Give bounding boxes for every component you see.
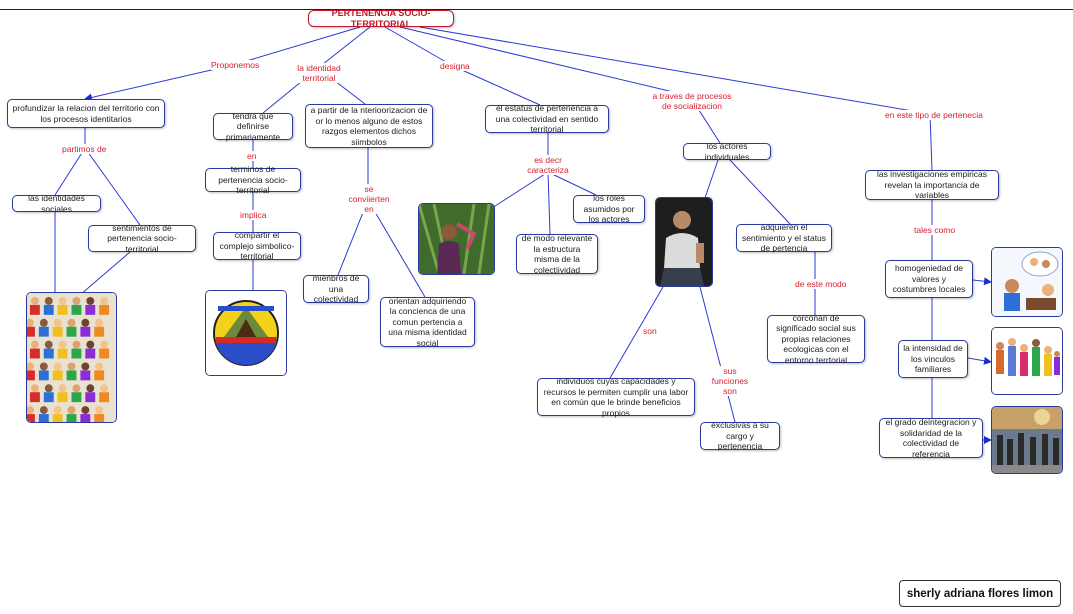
label-sus-funciones: sus funciones son (707, 366, 753, 396)
indigenous-woman-photo (418, 203, 495, 275)
node-miembros[interactable]: mienbros de una colectividad (303, 273, 369, 304)
label-proponemos: Proponemos (211, 60, 260, 70)
node-estatus[interactable]: el estatus de pertenencia a una colectiv… (485, 103, 609, 134)
label-en: en (247, 151, 257, 161)
root-title[interactable]: PERTENENCIA SOCIO-TERRITORIAL (308, 8, 454, 29)
author-name: sherly adriana flores limon (899, 580, 1061, 607)
node-relevante[interactable]: de modo relevante la estructura misma de… (516, 233, 598, 275)
cartoon-chat-image (991, 247, 1063, 317)
label-partimos-de: partimos de (62, 144, 107, 154)
crowd-image (26, 292, 117, 423)
label-a-traves: a traves de procesos de socializacion (647, 91, 737, 111)
label-de-este-modo: de este modo (795, 279, 847, 289)
node-orientan[interactable]: orientan adquiriendo la concienca de una… (380, 296, 475, 348)
node-adquieren[interactable]: adquieren el sentimiento y el status de … (736, 222, 832, 253)
label-son: son (643, 326, 657, 336)
node-interiorizacion[interactable]: a partir de la nterioorizacion de or lo … (305, 104, 433, 148)
label-es-decr: es decr caracteriza (525, 155, 571, 175)
man-portrait-photo (655, 197, 713, 287)
node-actores[interactable]: los actores individuales (683, 141, 771, 162)
node-identidades-sociales[interactable]: las identidades sociales (12, 193, 101, 214)
node-profundizar[interactable]: profundizar la relacion del territorio c… (7, 99, 165, 128)
node-homogeniedad[interactable]: homogeniedad de valores y costumbres loc… (885, 260, 973, 298)
node-exclusivas[interactable]: exclusivas a su cargo y pertenencia (700, 420, 780, 451)
node-roles[interactable]: los roles asumidos por los actores (573, 193, 645, 224)
street-crowd-photo (991, 406, 1063, 474)
label-tipo-pertenecia: en este tipo de pertenecia (885, 110, 983, 120)
node-investigaciones[interactable]: las investigaciones empiricas revelan la… (865, 169, 999, 200)
node-tendra[interactable]: tendra que definirse primariamente (213, 111, 293, 142)
family-group-image (991, 327, 1063, 395)
label-tales-como: tales como (914, 225, 956, 235)
node-grado[interactable]: el grado deintegracion y solidaridad de … (879, 417, 983, 459)
node-terminos[interactable]: terminos de pertenencia socio-territoria… (205, 164, 301, 195)
top-divider (0, 9, 1073, 10)
node-corconan[interactable]: corconan de significado social sus propi… (767, 313, 865, 365)
node-intensidad[interactable]: la intensidad de los vinculos familiares (898, 340, 968, 378)
node-sentimientos[interactable]: sentimientos de pertenencia socio-territ… (88, 223, 196, 254)
label-se-convierten: se conviierten en (343, 184, 395, 214)
node-individuos[interactable]: individuos cuyas capacidades y recursos … (537, 376, 695, 418)
label-identidad-territorial: la identidad territorial (296, 63, 342, 83)
label-implica: implica (240, 210, 267, 220)
node-compartir[interactable]: compartir el complejo simbolico-territor… (213, 230, 301, 261)
label-designa: designa (440, 61, 470, 71)
symbolic-emblem-image (205, 290, 287, 376)
